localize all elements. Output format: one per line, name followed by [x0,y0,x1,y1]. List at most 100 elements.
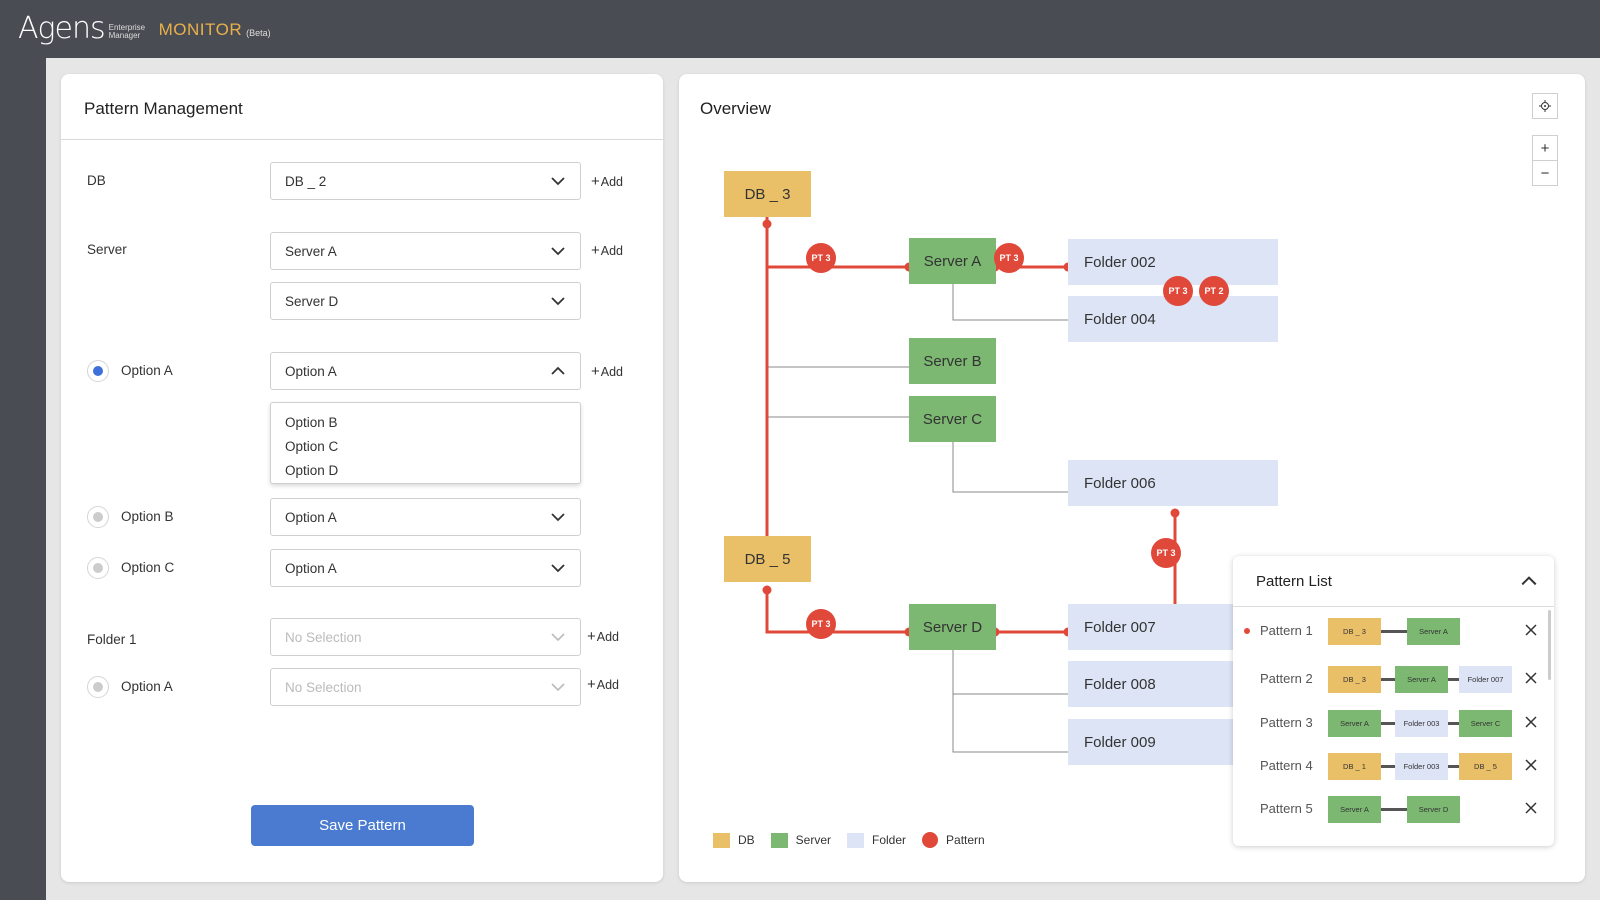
db-select[interactable]: DB _ 2 [270,162,581,200]
pattern-chip: DB _ 3 [1328,618,1381,645]
server-node-b[interactable]: Server B [909,338,996,384]
radio-dot [93,563,103,573]
zoom-out-button[interactable]: − [1532,160,1558,186]
legend-label: Server [795,833,832,847]
chevron-down-icon [551,177,565,186]
logo-tag: (Beta) [246,28,271,38]
plus-icon: + [587,676,596,693]
folder-node-007[interactable]: Folder 007 [1068,604,1234,650]
close-icon[interactable] [1523,622,1539,638]
plus-icon: + [591,242,600,259]
pattern-management-panel: Pattern Management DB DB _ 2 +Add Server… [61,74,663,882]
locate-button[interactable] [1532,93,1558,119]
pattern-row[interactable]: Pattern 4 DB _ 1 Folder 003 DB _ 5 [1233,751,1543,781]
pattern-chip: Server A [1407,618,1460,645]
chevron-up-icon [551,366,565,375]
legend-swatch [770,832,788,848]
chip-link [1381,808,1407,811]
option-select-value: Option A [285,560,337,576]
edge [952,438,1068,493]
db-node-db5[interactable]: DB _ 5 [724,536,811,582]
option-c-select[interactable]: Option A [270,549,581,587]
legend-server: Server [770,832,832,848]
pattern-name: Pattern 4 [1260,758,1313,773]
folder-select[interactable]: No Selection [270,618,581,656]
close-icon[interactable] [1523,714,1539,730]
pattern-list-title: Pattern List [1256,573,1332,590]
pattern-chip: DB _ 5 [1459,753,1512,780]
pattern-name: Pattern 2 [1260,671,1313,686]
option-a-radio[interactable] [87,360,109,382]
folder-node-009[interactable]: Folder 009 [1068,719,1234,765]
server-select-2[interactable]: Server D [270,282,581,320]
chevron-down-icon [551,297,565,306]
server-select-1[interactable]: Server A [270,232,581,270]
add-folder-button[interactable]: +Add [587,628,619,645]
legend-label: DB [738,833,755,847]
dropdown-item[interactable]: Option D [285,463,339,478]
db-select-value: DB _ 2 [285,173,327,189]
server-node-a[interactable]: Server A [909,238,996,284]
legend-swatch [713,832,730,848]
overview-panel: Overview + − DB _ 3 DB _ 5 Server A [679,74,1585,882]
legend-label: Folder [872,833,907,847]
add-label: Add [596,630,620,644]
edge [952,650,1068,695]
folder-option-a-radio[interactable] [87,676,109,698]
folder-node-008[interactable]: Folder 008 [1068,661,1234,707]
folder-node-006[interactable]: Folder 006 [1068,460,1278,506]
server-node-d[interactable]: Server D [909,604,996,650]
add-folder-option-button[interactable]: +Add [587,676,619,693]
pattern-badge[interactable]: PT 2 [1199,276,1229,306]
chevron-down-icon [551,564,565,573]
add-db-button[interactable]: +Add [591,173,623,190]
pattern-badge[interactable]: PT 3 [806,609,836,639]
close-icon[interactable] [1523,757,1539,773]
plus-icon: + [591,173,600,190]
option-c-radio[interactable] [87,557,109,579]
pattern-badge[interactable]: PT 3 [1151,538,1181,568]
pattern-badge[interactable]: PT 3 [994,243,1024,273]
folder-option-value: No Selection [285,679,362,695]
chevron-down-icon [551,633,565,642]
target-icon [1539,100,1551,112]
pattern-chip: Server D [1407,796,1460,823]
legend: DB Server Folder Pattern [713,832,991,848]
close-icon[interactable] [1523,800,1539,816]
pattern-badge[interactable]: PT 3 [1163,276,1193,306]
server-select-value: Server D [285,293,339,309]
folder-option-a-label: Option A [121,679,173,694]
add-server-button[interactable]: +Add [591,242,623,259]
chevron-up-icon[interactable] [1520,572,1538,590]
option-select-value: Option A [285,363,337,379]
app-logo[interactable]: Agens Enterprise Manager MONITOR (Beta) [18,12,271,46]
server-label: Server [87,242,127,257]
option-dropdown-list: Option B Option C Option D [270,402,581,484]
server-node-c[interactable]: Server C [909,396,996,442]
close-icon[interactable] [1523,670,1539,686]
pattern-chip: Folder 007 [1459,666,1512,693]
option-b-radio[interactable] [87,506,109,528]
option-b-select[interactable]: Option A [270,498,581,536]
pattern-row[interactable]: Pattern 2 DB _ 3 Server A Folder 007 [1233,664,1543,694]
dropdown-item[interactable]: Option B [285,415,338,430]
legend-swatch [847,832,865,848]
pattern-row[interactable]: Pattern 5 Server A Server D [1233,794,1543,824]
zoom-in-button[interactable]: + [1532,135,1558,161]
pattern-row[interactable]: Pattern 1 DB _ 3 Server A [1233,616,1543,646]
legend-db: DB [713,832,755,848]
legend-pattern: Pattern [922,832,985,848]
dropdown-item[interactable]: Option C [285,439,339,454]
folder-option-select[interactable]: No Selection [270,668,581,706]
add-option-button[interactable]: +Add [591,363,623,380]
pattern-badge[interactable]: PT 3 [806,243,836,273]
pattern-name: Pattern 1 [1260,623,1313,638]
pattern-row[interactable]: Pattern 3 Server A Folder 003 Server C [1233,708,1543,738]
pattern-name: Pattern 5 [1260,801,1313,816]
option-a-select[interactable]: Option A [270,352,581,390]
pattern-chip: Folder 003 [1395,710,1448,737]
scrollbar[interactable] [1548,610,1551,680]
save-pattern-button[interactable]: Save Pattern [251,805,474,846]
db-node-db3[interactable]: DB _ 3 [724,171,811,217]
add-label: Add [600,365,624,379]
